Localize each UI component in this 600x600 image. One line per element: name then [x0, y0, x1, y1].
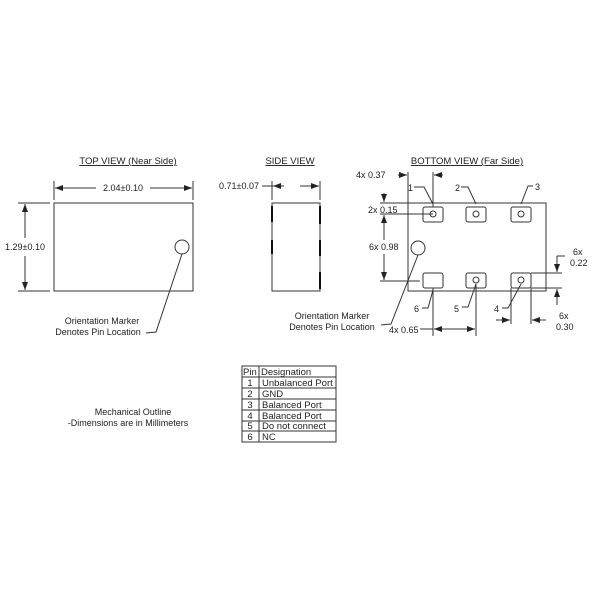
bottom-view-title: BOTTOM VIEW (Far Side) [411, 156, 523, 167]
table-row: 2 GND [247, 389, 283, 400]
thickness-dimension: 0.71±0.07 [219, 181, 259, 191]
table-cell-pin: 2 [247, 389, 252, 400]
pad-6 [422, 272, 444, 289]
table-row: 1 Unbalanced Port [247, 378, 333, 389]
orientation-marker [174, 239, 190, 255]
pin-label-5: 5 [454, 304, 459, 314]
bottom-view: BOTTOM VIEW (Far Side) 4x 0.37 1 2 3 2x … [289, 156, 588, 336]
width-dimension: 2.04±0.10 [103, 183, 143, 193]
table-cell-pin: 1 [247, 378, 252, 389]
table-cell-designation: Do not connect [262, 421, 326, 432]
top-view: TOP VIEW (Near Side) 2.04±0.10 1.29±0.10… [5, 156, 194, 337]
notes-units: -Dimensions are in Millimeters [68, 418, 189, 428]
side-view-title: SIDE VIEW [265, 156, 314, 167]
table-cell-pin: 5 [247, 421, 252, 432]
pin-label-2: 2 [455, 183, 460, 193]
table-row: 5 Do not connect [247, 421, 326, 432]
side-view: SIDE VIEW 0.71±0.07 [219, 156, 321, 292]
right-dimension-count: 6x [573, 247, 583, 257]
pin-table: Pin Designation 1 Unbalanced Port 2 GND … [241, 365, 337, 443]
table-row: 3 Balanced Port [247, 400, 322, 411]
table-cell-pin: 6 [247, 432, 252, 443]
bottom-marker-label-line1: Orientation Marker [295, 311, 370, 321]
orientation-marker-bottom [410, 240, 426, 256]
pin-label-4: 4 [494, 304, 499, 314]
notes-title: Mechanical Outline [95, 407, 172, 417]
right-dimension-value: 0.22 [570, 258, 588, 268]
height-dimension: 1.29±0.10 [5, 242, 45, 252]
pad-3 [510, 206, 532, 223]
table-cell-designation: Balanced Port [262, 400, 322, 411]
table-cell-designation: Balanced Port [262, 411, 322, 422]
pad-length-count: 6x [559, 311, 569, 321]
table-cell-designation: NC [262, 432, 276, 443]
pin-label-1: 1 [408, 183, 413, 193]
marker-label-line1: Orientation Marker [65, 316, 140, 326]
vertical-pitch-dimension: 6x 0.98 [369, 242, 399, 252]
bottom-marker-label-line2: Denotes Pin Location [289, 322, 375, 332]
pin-label-6: 6 [414, 304, 419, 314]
table-cell-pin: 4 [247, 411, 252, 422]
bottom-view-body [407, 202, 547, 292]
pad-4 [510, 272, 532, 289]
table-cell-designation: Unbalanced Port [262, 378, 333, 389]
table-cell-pin: 3 [247, 400, 252, 411]
pad-offset-dimension: 2x 0.15 [368, 205, 398, 215]
pin-label-3: 3 [535, 182, 540, 192]
table-header-designation: Designation [261, 367, 311, 378]
table-header-pin: Pin [243, 367, 257, 378]
top-view-title: TOP VIEW (Near Side) [79, 156, 176, 167]
table-cell-designation: GND [262, 389, 283, 400]
table-row: 4 Balanced Port [247, 411, 322, 422]
side-view-body [271, 202, 321, 292]
pad-2 [465, 206, 487, 223]
table-row: 6 NC [247, 432, 276, 443]
pad-width-dimension: 4x 0.37 [356, 170, 386, 180]
pad-length-value: 0.30 [556, 322, 574, 332]
top-view-body [53, 202, 194, 292]
horizontal-pitch-dimension: 4x 0.65 [389, 325, 419, 335]
marker-label-line2: Denotes Pin Location [55, 327, 141, 337]
